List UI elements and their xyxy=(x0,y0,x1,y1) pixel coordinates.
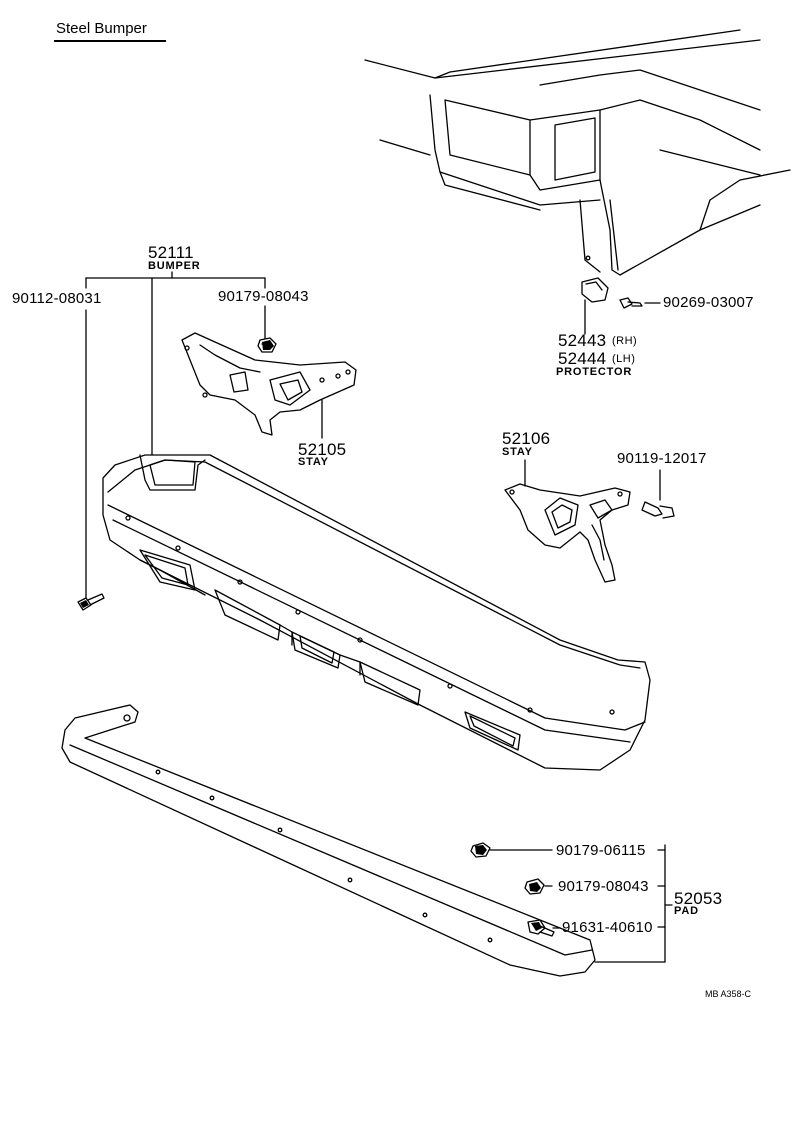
vehicle-front-corner xyxy=(364,29,791,276)
title-underline xyxy=(54,40,166,42)
protector-rh-side: (RH) xyxy=(612,335,638,347)
pad-part xyxy=(61,704,596,977)
pad-fasteners xyxy=(470,842,555,937)
protector-lh-number: 52444 xyxy=(558,349,607,368)
stay-left xyxy=(181,332,357,439)
nut-pad-1-number: 90179-06115 xyxy=(556,842,646,859)
bolt-pad-number: 91631-40610 xyxy=(562,919,653,936)
bumper-number: 52111 xyxy=(148,243,194,262)
protector-lh-side: (LH) xyxy=(612,353,636,365)
nut-upper-number: 90179-08043 xyxy=(218,288,309,305)
bumper-part xyxy=(102,454,651,771)
stay-left-name: STAY xyxy=(298,456,329,468)
stay-right-name: STAY xyxy=(502,446,533,458)
pad-leaders xyxy=(489,844,673,963)
bolt-left-number: 90112-08031 xyxy=(12,290,102,307)
stay-right xyxy=(504,459,631,583)
bumper-leaders xyxy=(85,271,266,599)
protector-name: PROTECTOR xyxy=(556,366,633,378)
protector-rh-number: 52443 xyxy=(558,331,607,350)
stay-left-number: 52105 xyxy=(298,440,347,459)
protector-part xyxy=(581,277,609,335)
bolt-90112 xyxy=(77,593,105,611)
nut-pad-2-number: 90179-08043 xyxy=(558,878,649,895)
bolt-90119 xyxy=(641,469,675,519)
pad-name: PAD xyxy=(674,905,699,917)
screw-number: 90269-03007 xyxy=(663,294,754,311)
bumper-name: BUMPER xyxy=(148,260,201,272)
diagram-code: MB A358-C xyxy=(705,989,752,999)
screw-90269 xyxy=(619,297,661,309)
diagram-title: Steel Bumper xyxy=(56,20,147,37)
stay-right-number: 52106 xyxy=(502,429,551,448)
pad-number: 52053 xyxy=(674,889,723,908)
bolt-right-number: 90119-12017 xyxy=(617,450,707,467)
